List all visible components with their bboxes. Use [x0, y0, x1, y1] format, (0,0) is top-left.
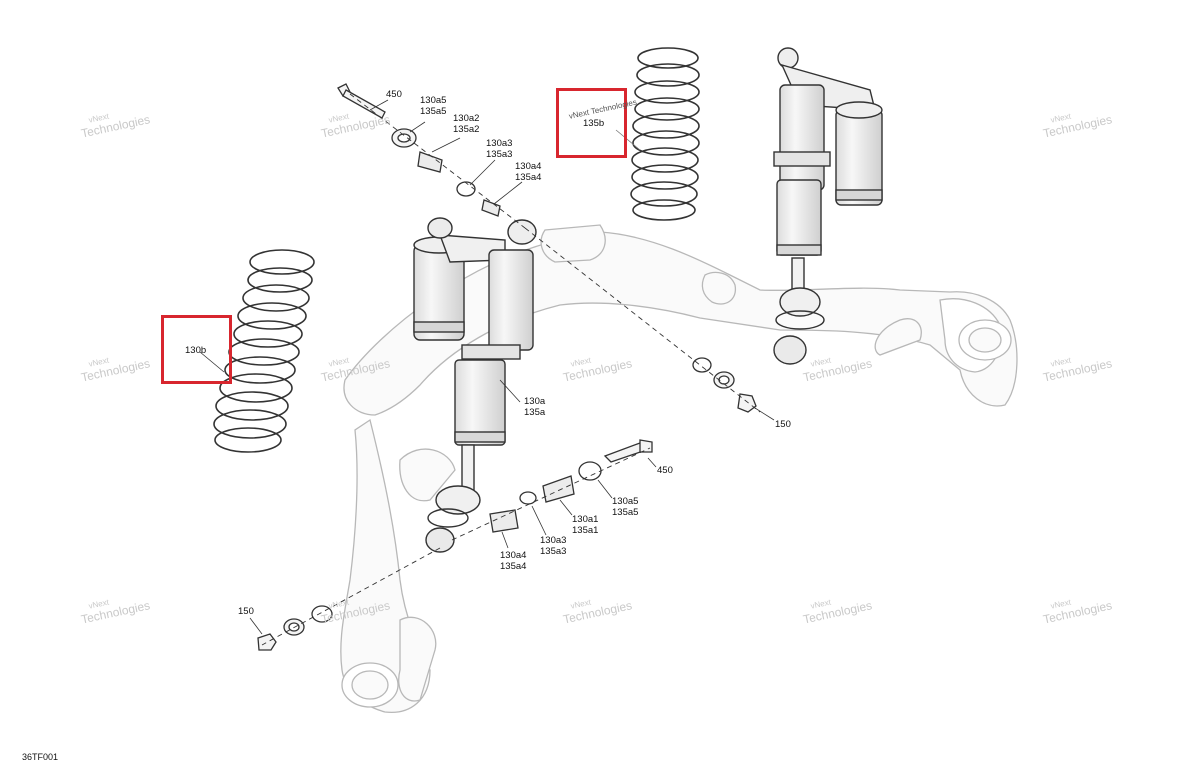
- label-135a3: 135a3: [486, 149, 513, 160]
- label-130a4: 130a4: [515, 161, 542, 172]
- label-135a4: 135a4: [500, 561, 527, 572]
- label-130a2: 130a2: [453, 113, 480, 124]
- label-135a1: 135a1: [572, 525, 599, 536]
- label-130a3: 130a3: [486, 138, 513, 149]
- label-130a1: 130a1: [572, 514, 599, 525]
- callout-150-left: 150: [238, 606, 254, 617]
- label-135a4: 135a4: [515, 172, 542, 183]
- highlight-box-135b: [556, 88, 627, 158]
- label-135a5: 135a5: [612, 507, 639, 518]
- label-450: 450: [657, 465, 673, 476]
- callout-130b: 130b: [185, 345, 206, 356]
- label-130a3: 130a3: [540, 535, 567, 546]
- callout-135b: 135b: [583, 118, 604, 129]
- diagram-code: 36TF001: [22, 752, 59, 762]
- label-450: 450: [386, 89, 402, 100]
- top-hardware: [337, 83, 501, 217]
- callout-450-top: 450: [386, 89, 402, 100]
- label-130a: 130a: [524, 396, 546, 407]
- label-135a3: 135a3: [540, 546, 567, 557]
- right-hardware: [692, 357, 757, 413]
- callout-a5-top: 130a5 135a5: [420, 95, 446, 117]
- spring-130b: [213, 249, 315, 453]
- label-130b: 130b: [185, 345, 207, 356]
- spring-135b: [630, 47, 700, 221]
- callout-a4-low: 130a4 135a4: [500, 550, 526, 572]
- leader-lines: [199, 99, 775, 635]
- callout-a5-low: 130a5 135a5: [612, 496, 638, 518]
- left-bottom-hardware: [257, 605, 333, 651]
- shock-absorber-left: [413, 217, 537, 553]
- label-130a5: 130a5: [420, 95, 447, 106]
- assembly-lines: [261, 93, 761, 646]
- leader-135b: [615, 129, 641, 151]
- callout-a2-top: 130a2 135a2: [453, 113, 479, 135]
- label-135b: 135b: [583, 118, 605, 129]
- lower-hardware: [489, 439, 653, 533]
- callout-450-right: 450: [657, 465, 673, 476]
- label-135a: 135a: [524, 407, 546, 418]
- label-150: 150: [238, 606, 254, 617]
- callout-150-right: 150: [775, 419, 791, 430]
- label-135a5: 135a5: [420, 106, 447, 117]
- callout-a4-top: 130a4 135a4: [515, 161, 541, 183]
- label-150: 150: [775, 419, 791, 430]
- callout-a3-low: 130a3 135a3: [540, 535, 566, 557]
- shock-absorber-right: [773, 47, 883, 365]
- callout-a3-top: 130a3 135a3: [486, 138, 512, 160]
- callout-a1-low: 130a1 135a1: [572, 514, 598, 536]
- label-135a2: 135a2: [453, 124, 480, 135]
- label-130a4: 130a4: [500, 550, 527, 561]
- label-130a5: 130a5: [612, 496, 639, 507]
- highlight-box-130b: [161, 315, 232, 384]
- callout-130a-135a: 130a 135a: [524, 396, 545, 418]
